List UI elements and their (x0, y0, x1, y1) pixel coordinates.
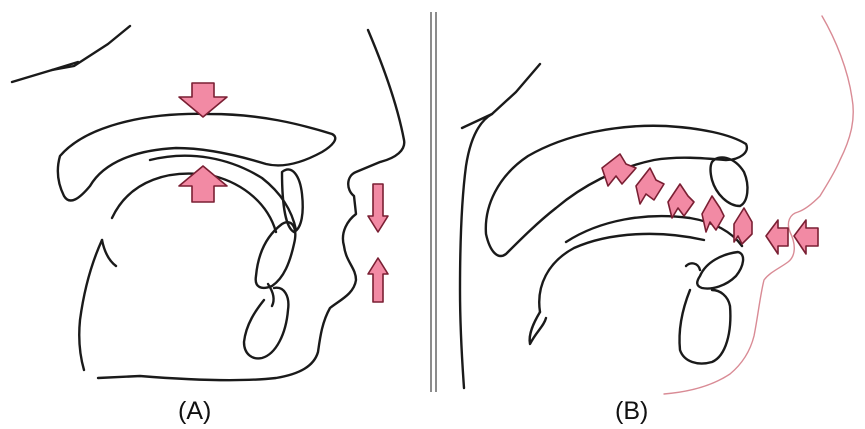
panel-b-arrow-5 (734, 208, 752, 244)
panel-b-arrow-lip-2 (794, 220, 818, 254)
panel-b-arrow-1 (602, 154, 636, 186)
panel-a-arrow-up-lip (368, 258, 388, 302)
panel-a-arrow-down-top (179, 83, 227, 117)
panel-a-arrow-up-bottom (179, 166, 227, 202)
panel-b-arrow-2 (636, 168, 664, 204)
panel-b-lower-lip-contact (686, 263, 700, 270)
panel-divider (431, 12, 436, 392)
panel-a-pharynx-posterior (79, 240, 102, 370)
panel-b-oral-cavity (460, 16, 853, 394)
panel-b-lower-incisor (697, 252, 743, 289)
panel-a-mandible (244, 288, 288, 359)
panel-b-upper-incisor (711, 157, 748, 206)
panel-b-caption: (B) (615, 396, 648, 426)
panel-a-soft-palate (150, 156, 296, 230)
panel-b-tongue (539, 234, 704, 312)
panel-a-lower-lip-inner (268, 284, 274, 306)
panel-b-arrow-lip-1 (766, 220, 788, 254)
panel-a-oral-cavity (12, 26, 404, 380)
panel-a-pharynx-anterior (102, 240, 116, 266)
panel-a-face-profile (98, 30, 404, 380)
panel-a-arrow-down-lip (368, 184, 388, 232)
panel-b-posterior-pharyngeal-wall (460, 114, 492, 388)
panel-a-caption: (A) (178, 396, 211, 426)
panel-b-skull-base-outline (462, 64, 540, 128)
panel-b-mandible (679, 290, 730, 364)
panel-a-skull-base-outline (12, 26, 130, 82)
panel-b-arrow-3 (668, 184, 694, 218)
panel-b-pharynx-anterior (530, 312, 546, 344)
